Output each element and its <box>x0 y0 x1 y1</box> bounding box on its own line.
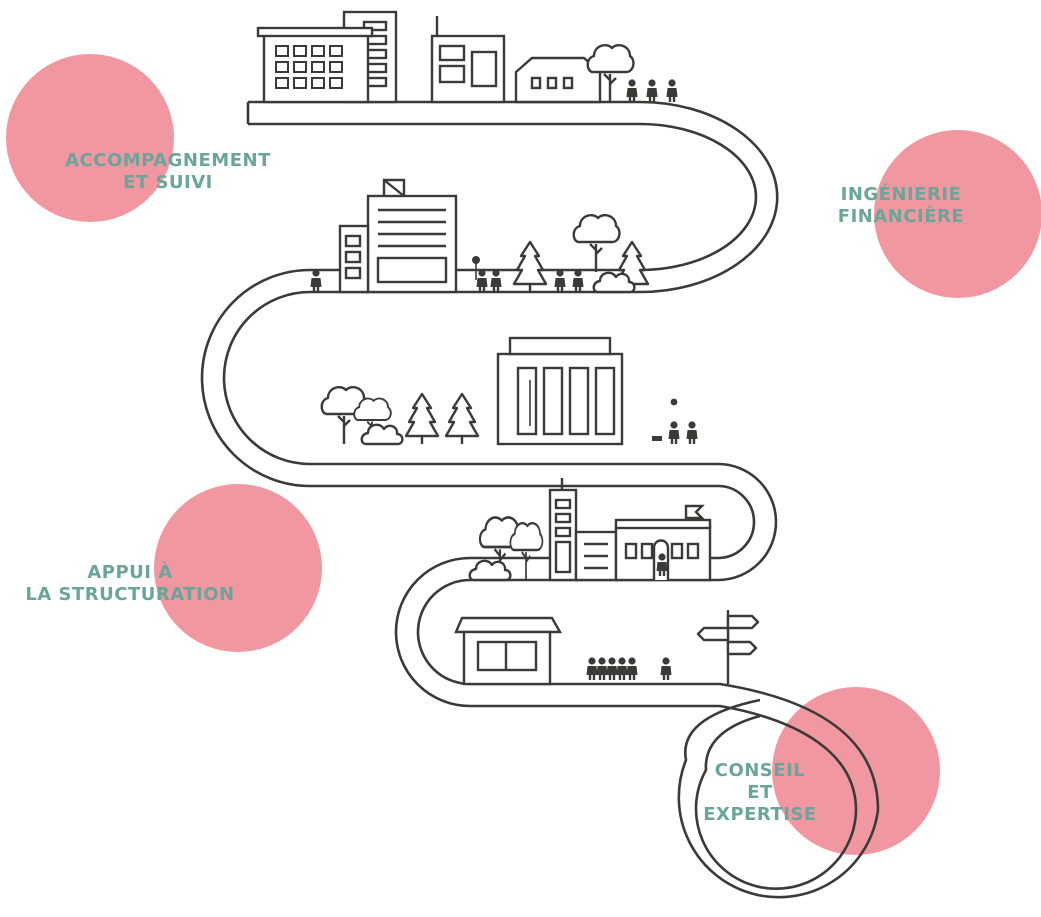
top-row-buildings <box>256 10 602 104</box>
fourth-row-buildings <box>548 478 712 582</box>
crowd-group <box>586 657 638 680</box>
tree-icon <box>512 240 548 294</box>
label-line: FINANCIÈRE <box>837 206 965 227</box>
circle-ingenierie <box>874 130 1041 298</box>
people-pair <box>554 269 584 292</box>
label-conseil: CONSEIL ET EXPERTISE <box>690 760 830 826</box>
label-line: EXPERTISE <box>703 804 817 825</box>
person-icon <box>660 657 672 680</box>
house-icon <box>514 56 602 104</box>
label-line: ET SUIVI <box>123 172 213 193</box>
people-group <box>626 79 678 102</box>
label-appui: APPUI À LA STRUCTURATION <box>6 562 254 606</box>
circle-appui <box>154 484 322 652</box>
accent-circles <box>6 54 1041 855</box>
tree-icon <box>404 392 440 446</box>
second-row-buildings <box>338 178 458 294</box>
label-line: APPUI À <box>87 562 173 583</box>
circle-conseil <box>772 687 940 855</box>
signpost-icon <box>696 610 760 684</box>
family-group <box>472 256 502 292</box>
third-row-building <box>496 336 624 446</box>
label-line: ACCOMPAGNEMENT <box>65 150 271 171</box>
circle-accompagnement <box>6 54 174 222</box>
label-line: CONSEIL <box>714 760 806 781</box>
label-line: ET <box>747 782 773 803</box>
label-line: LA STRUCTURATION <box>25 584 235 605</box>
tree-icon <box>444 392 480 446</box>
bush-icon <box>468 559 512 582</box>
family-with-dog <box>652 398 698 444</box>
winding-road <box>200 100 880 899</box>
tree-icon <box>572 213 621 274</box>
label-line: INGÉNIERIE <box>840 184 962 205</box>
label-accompagnement: ACCOMPAGNEMENT ET SUIVI <box>50 150 286 194</box>
bush-icon <box>592 271 636 294</box>
bus-shelter <box>454 616 563 686</box>
bush-icon <box>360 423 404 446</box>
label-ingenierie: INGÉNIERIE FINANCIÈRE <box>818 184 984 228</box>
person-icon <box>310 269 322 292</box>
tree-icon <box>509 521 544 582</box>
bus-shelter-icon <box>454 616 563 634</box>
